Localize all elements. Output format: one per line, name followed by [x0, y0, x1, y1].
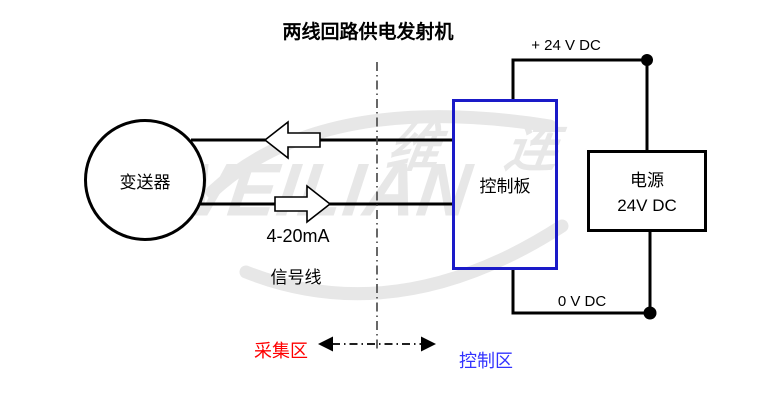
junction-dot-bottom-icon	[643, 306, 657, 320]
power-supply-label-line1: 电源	[630, 171, 664, 190]
watermark-swoosh-top-icon	[205, 110, 557, 199]
loop-current-label: 4-20mA	[266, 226, 330, 246]
transmitter-label: 变送器	[119, 172, 171, 192]
zone-arrowhead-right-icon	[421, 336, 436, 352]
control-board-label: 控制板	[479, 177, 531, 196]
zone-arrowhead-left-icon	[318, 336, 333, 352]
acquisition-zone-label: 采集区	[254, 341, 308, 361]
flow-arrow-right-icon	[274, 184, 332, 224]
control-zone-label: 控制区	[459, 351, 513, 371]
signal-line-label: 信号线	[270, 268, 322, 287]
power-supply-label-line2: 24V DC	[617, 196, 677, 215]
transmitter-node: 变送器	[84, 119, 206, 241]
junction-dot-top-icon	[641, 54, 653, 66]
wire-zero-rail	[511, 232, 652, 315]
diagram-title: 两线回路供电发射机	[282, 22, 454, 43]
wire-plus-rail	[511, 58, 649, 150]
flow-arrow-left-icon	[263, 120, 321, 160]
power-supply-node: 电源 24V DC	[587, 150, 707, 232]
watermark-swoosh-bottom-icon	[239, 219, 569, 301]
control-board-node: 控制板	[452, 99, 558, 270]
zero-volt-label: 0 V DC	[557, 293, 607, 310]
plus-24v-label: + 24 V DC	[531, 37, 601, 54]
